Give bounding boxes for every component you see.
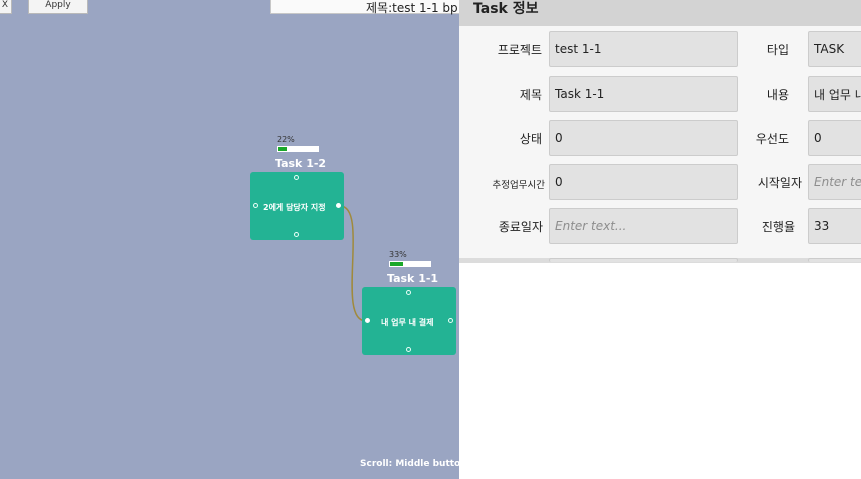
output-port[interactable] bbox=[448, 318, 453, 323]
estimate-label: 추정업무시간 bbox=[492, 180, 545, 191]
content-label: 내용 bbox=[766, 88, 789, 102]
progress-field[interactable]: 33 bbox=[808, 208, 861, 244]
subject-label: 제목 bbox=[519, 88, 542, 102]
type-label: 타입 bbox=[766, 43, 789, 57]
type-field[interactable]: TASK bbox=[808, 31, 861, 67]
subject-field[interactable]: Task 1-1 bbox=[549, 76, 738, 112]
node-label: 2에게 담당자 지정 bbox=[263, 203, 326, 212]
priority-label: 우선도 bbox=[755, 132, 789, 146]
output-port[interactable] bbox=[336, 203, 341, 208]
status-label: 상태 bbox=[519, 132, 542, 146]
hidden-row-field[interactable] bbox=[549, 258, 738, 262]
panel-title: Task 정보 bbox=[473, 1, 539, 17]
estimate-field[interactable]: 0 bbox=[549, 164, 738, 200]
status-field[interactable]: 0 bbox=[549, 120, 738, 156]
node-label: 내 업무 내 결제 bbox=[381, 318, 434, 327]
start-date-field[interactable]: Enter te bbox=[808, 164, 861, 200]
progress-label: 진행율 bbox=[761, 220, 795, 234]
task-info-panel: Task 정보 프로젝트 test 1-1 타입 TASK 제목 Task 1-… bbox=[459, 0, 861, 479]
panel-header: Task 정보 bbox=[459, 0, 861, 26]
project-label: 프로젝트 bbox=[497, 43, 542, 57]
title-text: 제목:test 1-1 bp bbox=[366, 1, 458, 15]
node-progress-bar bbox=[389, 261, 431, 267]
node-progress-bar bbox=[277, 146, 319, 152]
node-title: Task 1-2 bbox=[275, 157, 327, 170]
node-progress-text: 33% bbox=[389, 250, 407, 259]
input-port[interactable] bbox=[294, 175, 299, 180]
close-button[interactable]: X bbox=[0, 0, 12, 14]
priority-field[interactable]: 0 bbox=[808, 120, 861, 156]
task-node-1-1[interactable]: 내 업무 내 결제 bbox=[362, 287, 456, 355]
bottom-port[interactable] bbox=[294, 232, 299, 237]
scroll-hint: Scroll: Middle butto bbox=[360, 459, 461, 469]
task-node-1-2[interactable]: 2에게 담당자 지정 bbox=[250, 172, 344, 240]
input-port[interactable] bbox=[406, 290, 411, 295]
task-form: 프로젝트 test 1-1 타입 TASK 제목 Task 1-1 내용 내 업… bbox=[459, 26, 861, 258]
content-field[interactable]: 내 업무 내 bbox=[808, 76, 861, 112]
project-field[interactable]: test 1-1 bbox=[549, 31, 738, 67]
end-date-label: 종료일자 bbox=[498, 220, 543, 234]
start-date-label: 시작일자 bbox=[757, 176, 802, 190]
node-title: Task 1-1 bbox=[387, 272, 439, 285]
node-progress-fill bbox=[390, 262, 404, 266]
bottom-port[interactable] bbox=[406, 347, 411, 352]
apply-button[interactable]: Apply bbox=[28, 0, 88, 14]
left-port[interactable] bbox=[365, 318, 370, 323]
end-date-field[interactable]: Enter text... bbox=[549, 208, 738, 244]
left-port[interactable] bbox=[253, 203, 258, 208]
node-progress-fill bbox=[278, 147, 287, 151]
node-progress-text: 22% bbox=[277, 135, 295, 144]
hidden-row-field[interactable] bbox=[808, 258, 861, 262]
